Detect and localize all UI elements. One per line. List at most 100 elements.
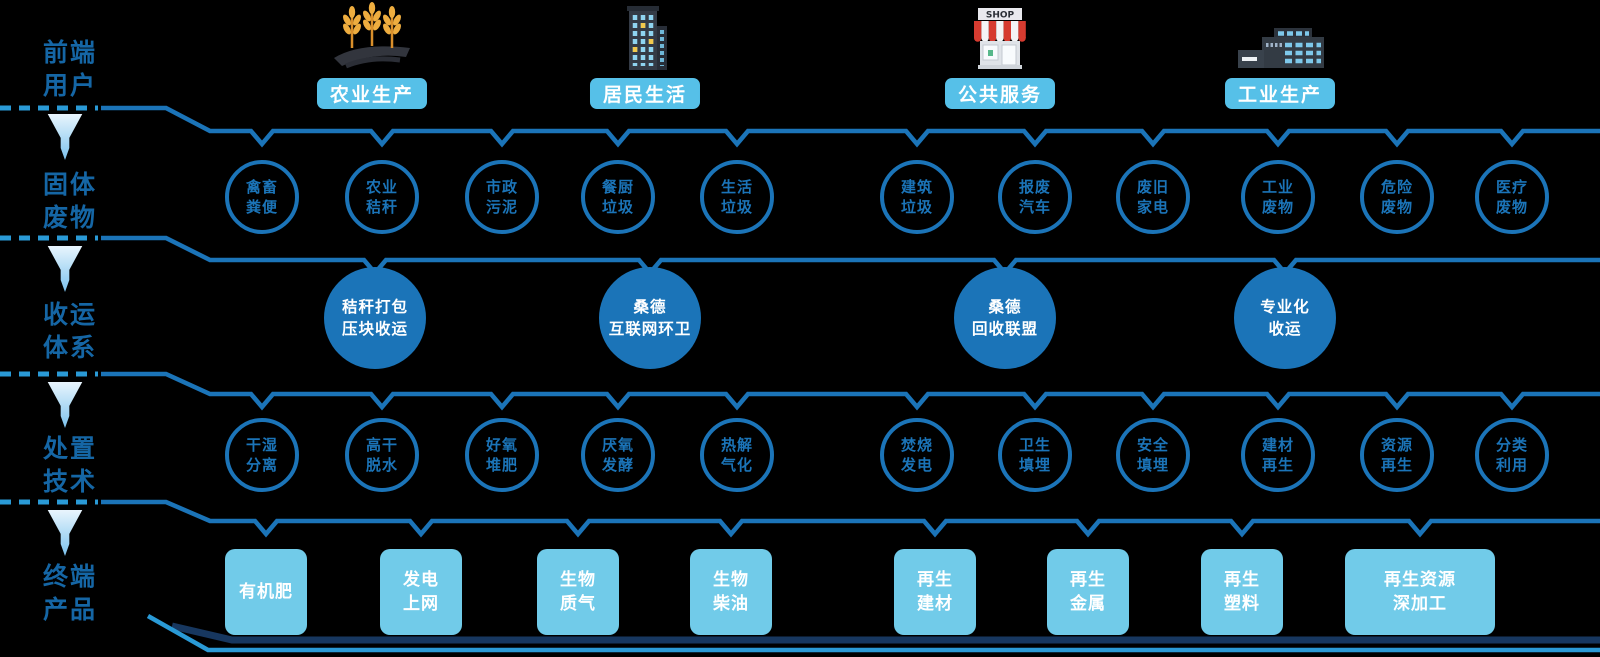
row-label-line: 终端 xyxy=(42,562,97,591)
disposal-circle: 卫生填埋 xyxy=(998,418,1072,492)
node-label: 农业 xyxy=(365,178,398,196)
node-label: 再生资源 xyxy=(1384,570,1456,590)
node-label: 填埋 xyxy=(1136,456,1169,474)
node-label: 热解 xyxy=(720,436,753,454)
node-label: 生物 xyxy=(713,570,749,590)
solid-waste-circle: 危险废物 xyxy=(1360,160,1434,234)
node-label: 禽畜 xyxy=(245,178,278,196)
wheat-field-icon xyxy=(330,2,414,76)
down-arrow-icon xyxy=(47,510,83,556)
row-label-line: 体系 xyxy=(42,333,97,362)
node-label: 发电 xyxy=(900,456,933,474)
connector-line xyxy=(101,105,1600,148)
disposal-circle: 好氧堆肥 xyxy=(465,418,539,492)
disposal-circle: 高干脱水 xyxy=(345,418,419,492)
node-label: 利用 xyxy=(1495,456,1528,474)
node-label: 金属 xyxy=(1070,594,1106,614)
row-label-front-users: 前端 用户 xyxy=(30,36,110,102)
product-box: 发电上网 xyxy=(380,549,462,635)
solid-waste-circle: 报废汽车 xyxy=(998,160,1072,234)
node-label: 厌氧 xyxy=(601,436,634,454)
product-box: 生物质气 xyxy=(537,549,619,635)
row-label-line: 用户 xyxy=(42,71,97,100)
node-label: 桑德 xyxy=(633,298,667,316)
node-label: 发酵 xyxy=(601,456,634,474)
node-label: 堆肥 xyxy=(485,456,518,474)
node-label: 专业化 xyxy=(1260,298,1310,316)
disposal-circle: 焚烧发电 xyxy=(880,418,954,492)
product-box: 再生金属 xyxy=(1047,549,1129,635)
solid-waste-circle: 废旧家电 xyxy=(1116,160,1190,234)
node-label: 家电 xyxy=(1136,198,1169,216)
collection-circle: 桑德互联网环卫 xyxy=(599,267,701,369)
node-label: 脱水 xyxy=(365,456,398,474)
node-label: 再生 xyxy=(1070,570,1106,590)
disposal-circle: 热解气化 xyxy=(700,418,774,492)
solid-waste-circle: 餐厨垃圾 xyxy=(581,160,655,234)
solid-waste-circle: 禽畜粪便 xyxy=(225,160,299,234)
header-residential: 居民生活 xyxy=(589,78,701,109)
node-label: 再生 xyxy=(1224,570,1260,590)
row-label-collection-system: 收运 体系 xyxy=(30,298,110,364)
node-label: 焚烧 xyxy=(900,436,933,454)
node-label: 回收联盟 xyxy=(971,320,1038,338)
node-label: 再生 xyxy=(1261,456,1294,474)
row-label-line: 收运 xyxy=(42,300,97,329)
node-label: 垃圾 xyxy=(601,198,634,216)
node-label: 废物 xyxy=(1495,198,1528,216)
node-label: 生活 xyxy=(720,178,753,196)
product-box: 再生塑料 xyxy=(1201,549,1283,635)
node-label: 柴油 xyxy=(713,594,749,614)
node-label: 污泥 xyxy=(485,198,518,216)
node-label: 干湿 xyxy=(245,436,278,454)
node-label: 汽车 xyxy=(1018,198,1051,216)
header-agriculture: 农业生产 xyxy=(316,78,428,109)
node-label: 垃圾 xyxy=(720,198,753,216)
node-label: 资源 xyxy=(1380,436,1413,454)
disposal-circle: 资源再生 xyxy=(1360,418,1434,492)
node-label: 深加工 xyxy=(1393,594,1447,614)
connector-line xyxy=(101,371,1600,411)
node-label: 压块收运 xyxy=(341,320,408,338)
row-label-end-products: 终端 产品 xyxy=(30,560,110,626)
collection-circle: 秸秆打包压块收运 xyxy=(324,267,426,369)
node-label: 好氧 xyxy=(485,436,518,454)
solid-waste-circle: 生活垃圾 xyxy=(700,160,774,234)
product-box: 再生建材 xyxy=(894,549,976,635)
node-label: 上网 xyxy=(403,594,439,614)
node-label: 收运 xyxy=(1268,320,1302,338)
product-box: 有机肥 xyxy=(225,549,307,635)
node-label: 发电 xyxy=(403,570,439,590)
node-label: 分离 xyxy=(245,456,278,474)
node-label: 秸秆 xyxy=(365,198,398,216)
row-label-line: 废物 xyxy=(42,203,97,232)
header-industrial: 工业生产 xyxy=(1224,78,1336,109)
node-label: 粪便 xyxy=(245,198,278,216)
node-label: 塑料 xyxy=(1224,594,1260,614)
node-label: 生物 xyxy=(560,570,596,590)
solid-waste-circle: 医疗废物 xyxy=(1475,160,1549,234)
node-label: 垃圾 xyxy=(900,198,933,216)
node-label: 医疗 xyxy=(1495,178,1528,196)
residential-building-icon xyxy=(621,6,669,76)
node-label: 市政 xyxy=(485,178,518,196)
row-label-line: 固体 xyxy=(42,170,97,199)
row-label-line: 产品 xyxy=(42,595,97,624)
row-label-solid-waste: 固体 废物 xyxy=(30,168,110,234)
node-label: 安全 xyxy=(1136,436,1169,454)
disposal-circle: 安全填埋 xyxy=(1116,418,1190,492)
row-label-line: 前端 xyxy=(42,38,97,67)
row-label-disposal-tech: 处置 技术 xyxy=(30,432,110,498)
solid-waste-circle: 农业秸秆 xyxy=(345,160,419,234)
node-label: 分类 xyxy=(1495,436,1528,454)
shop-icon: SHOP xyxy=(971,8,1029,74)
node-label: 填埋 xyxy=(1018,456,1051,474)
node-label: 报废 xyxy=(1018,178,1051,196)
collection-circle: 桑德回收联盟 xyxy=(954,267,1056,369)
node-label: 废物 xyxy=(1261,198,1294,216)
disposal-circle: 厌氧发酵 xyxy=(581,418,655,492)
node-label: 建材 xyxy=(917,594,953,614)
row-label-line: 处置 xyxy=(42,434,97,463)
node-label: 卫生 xyxy=(1018,436,1051,454)
